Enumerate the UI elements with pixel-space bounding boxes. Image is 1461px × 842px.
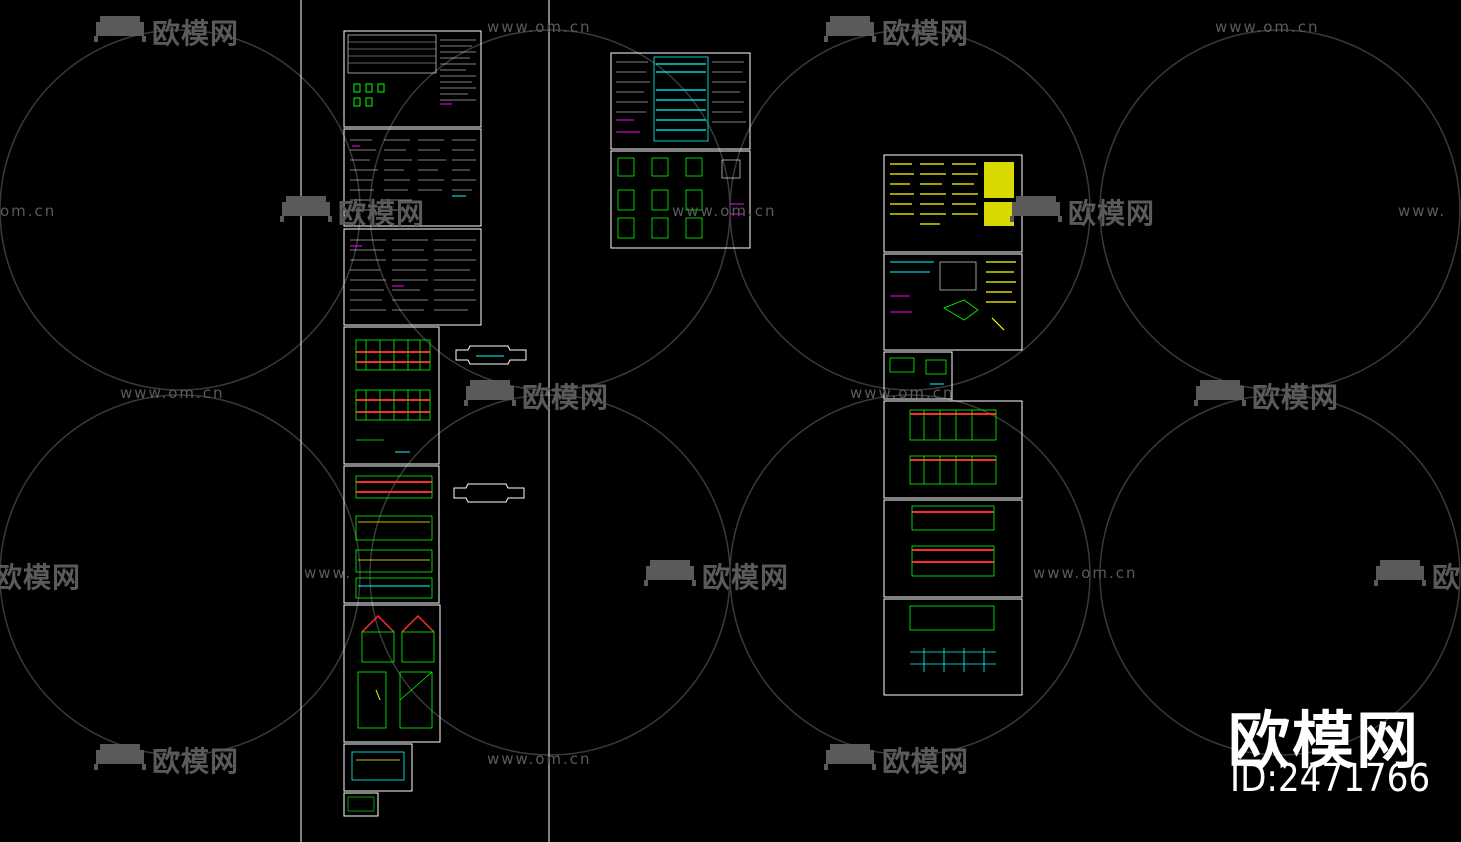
drawing-sheet[interactable] (883, 400, 1023, 499)
watermark-brand: 欧模网 (882, 17, 970, 50)
watermark-brand: 欧模网 (152, 745, 240, 778)
drawing-sheet[interactable] (883, 499, 1023, 598)
watermark-logos (94, 16, 1426, 770)
watermark-url-partial: om.cn (0, 202, 57, 220)
watermark-brand: 欧模网 (882, 745, 970, 778)
drawing-sheet[interactable] (343, 465, 440, 604)
watermark-url-partial: www. (304, 564, 353, 582)
watermark-brand: 欧模网 (338, 197, 426, 230)
building-outline[interactable] (453, 483, 525, 503)
drawing-sheet[interactable] (343, 604, 441, 743)
drawing-sheet[interactable] (343, 128, 482, 227)
watermark-brand: 欧模网 (702, 561, 790, 594)
watermark-url: www.om.cn (672, 202, 777, 220)
watermark-brand: 欧模网 (522, 381, 610, 414)
watermark-brand: 欧模网 (152, 17, 240, 50)
drawing-sheet[interactable] (883, 253, 1023, 351)
sheet-group-right (883, 154, 1023, 696)
drawing-sheet[interactable] (343, 743, 413, 792)
watermark-brand: 欧模网 (1432, 561, 1461, 594)
drawing-sheet[interactable] (610, 150, 751, 249)
sheet-group-middle (610, 52, 751, 249)
watermark-url: www.om.cn (487, 18, 592, 36)
model-id-label: ID:2471766 (1230, 756, 1431, 800)
drawing-sheet[interactable] (343, 30, 482, 128)
drawing-sheet[interactable] (343, 326, 440, 465)
drawing-sheet[interactable] (610, 52, 751, 150)
sheet-group-left (343, 30, 527, 817)
corner-brand-logo: 欧模网 (1228, 704, 1421, 777)
watermark-brand: 欧模网 (1252, 381, 1340, 414)
building-outline[interactable] (455, 345, 527, 365)
drawing-sheet[interactable] (343, 792, 379, 817)
drawing-sheet[interactable] (883, 351, 953, 400)
drawing-sheet[interactable] (343, 228, 482, 326)
watermark-url: www.om.cn (1215, 18, 1320, 36)
watermark-url-partial: www. (1398, 202, 1447, 220)
watermark-url: www.om.cn (1033, 564, 1138, 582)
watermark-url: www.om.cn (120, 384, 225, 402)
watermark-brand: 欧模网 (0, 561, 82, 594)
watermark-brand: 欧模网 (1068, 197, 1156, 230)
watermark-url: www.om.cn (850, 384, 955, 402)
drawing-sheet[interactable] (883, 598, 1023, 696)
watermark-url: www.om.cn (487, 750, 592, 768)
